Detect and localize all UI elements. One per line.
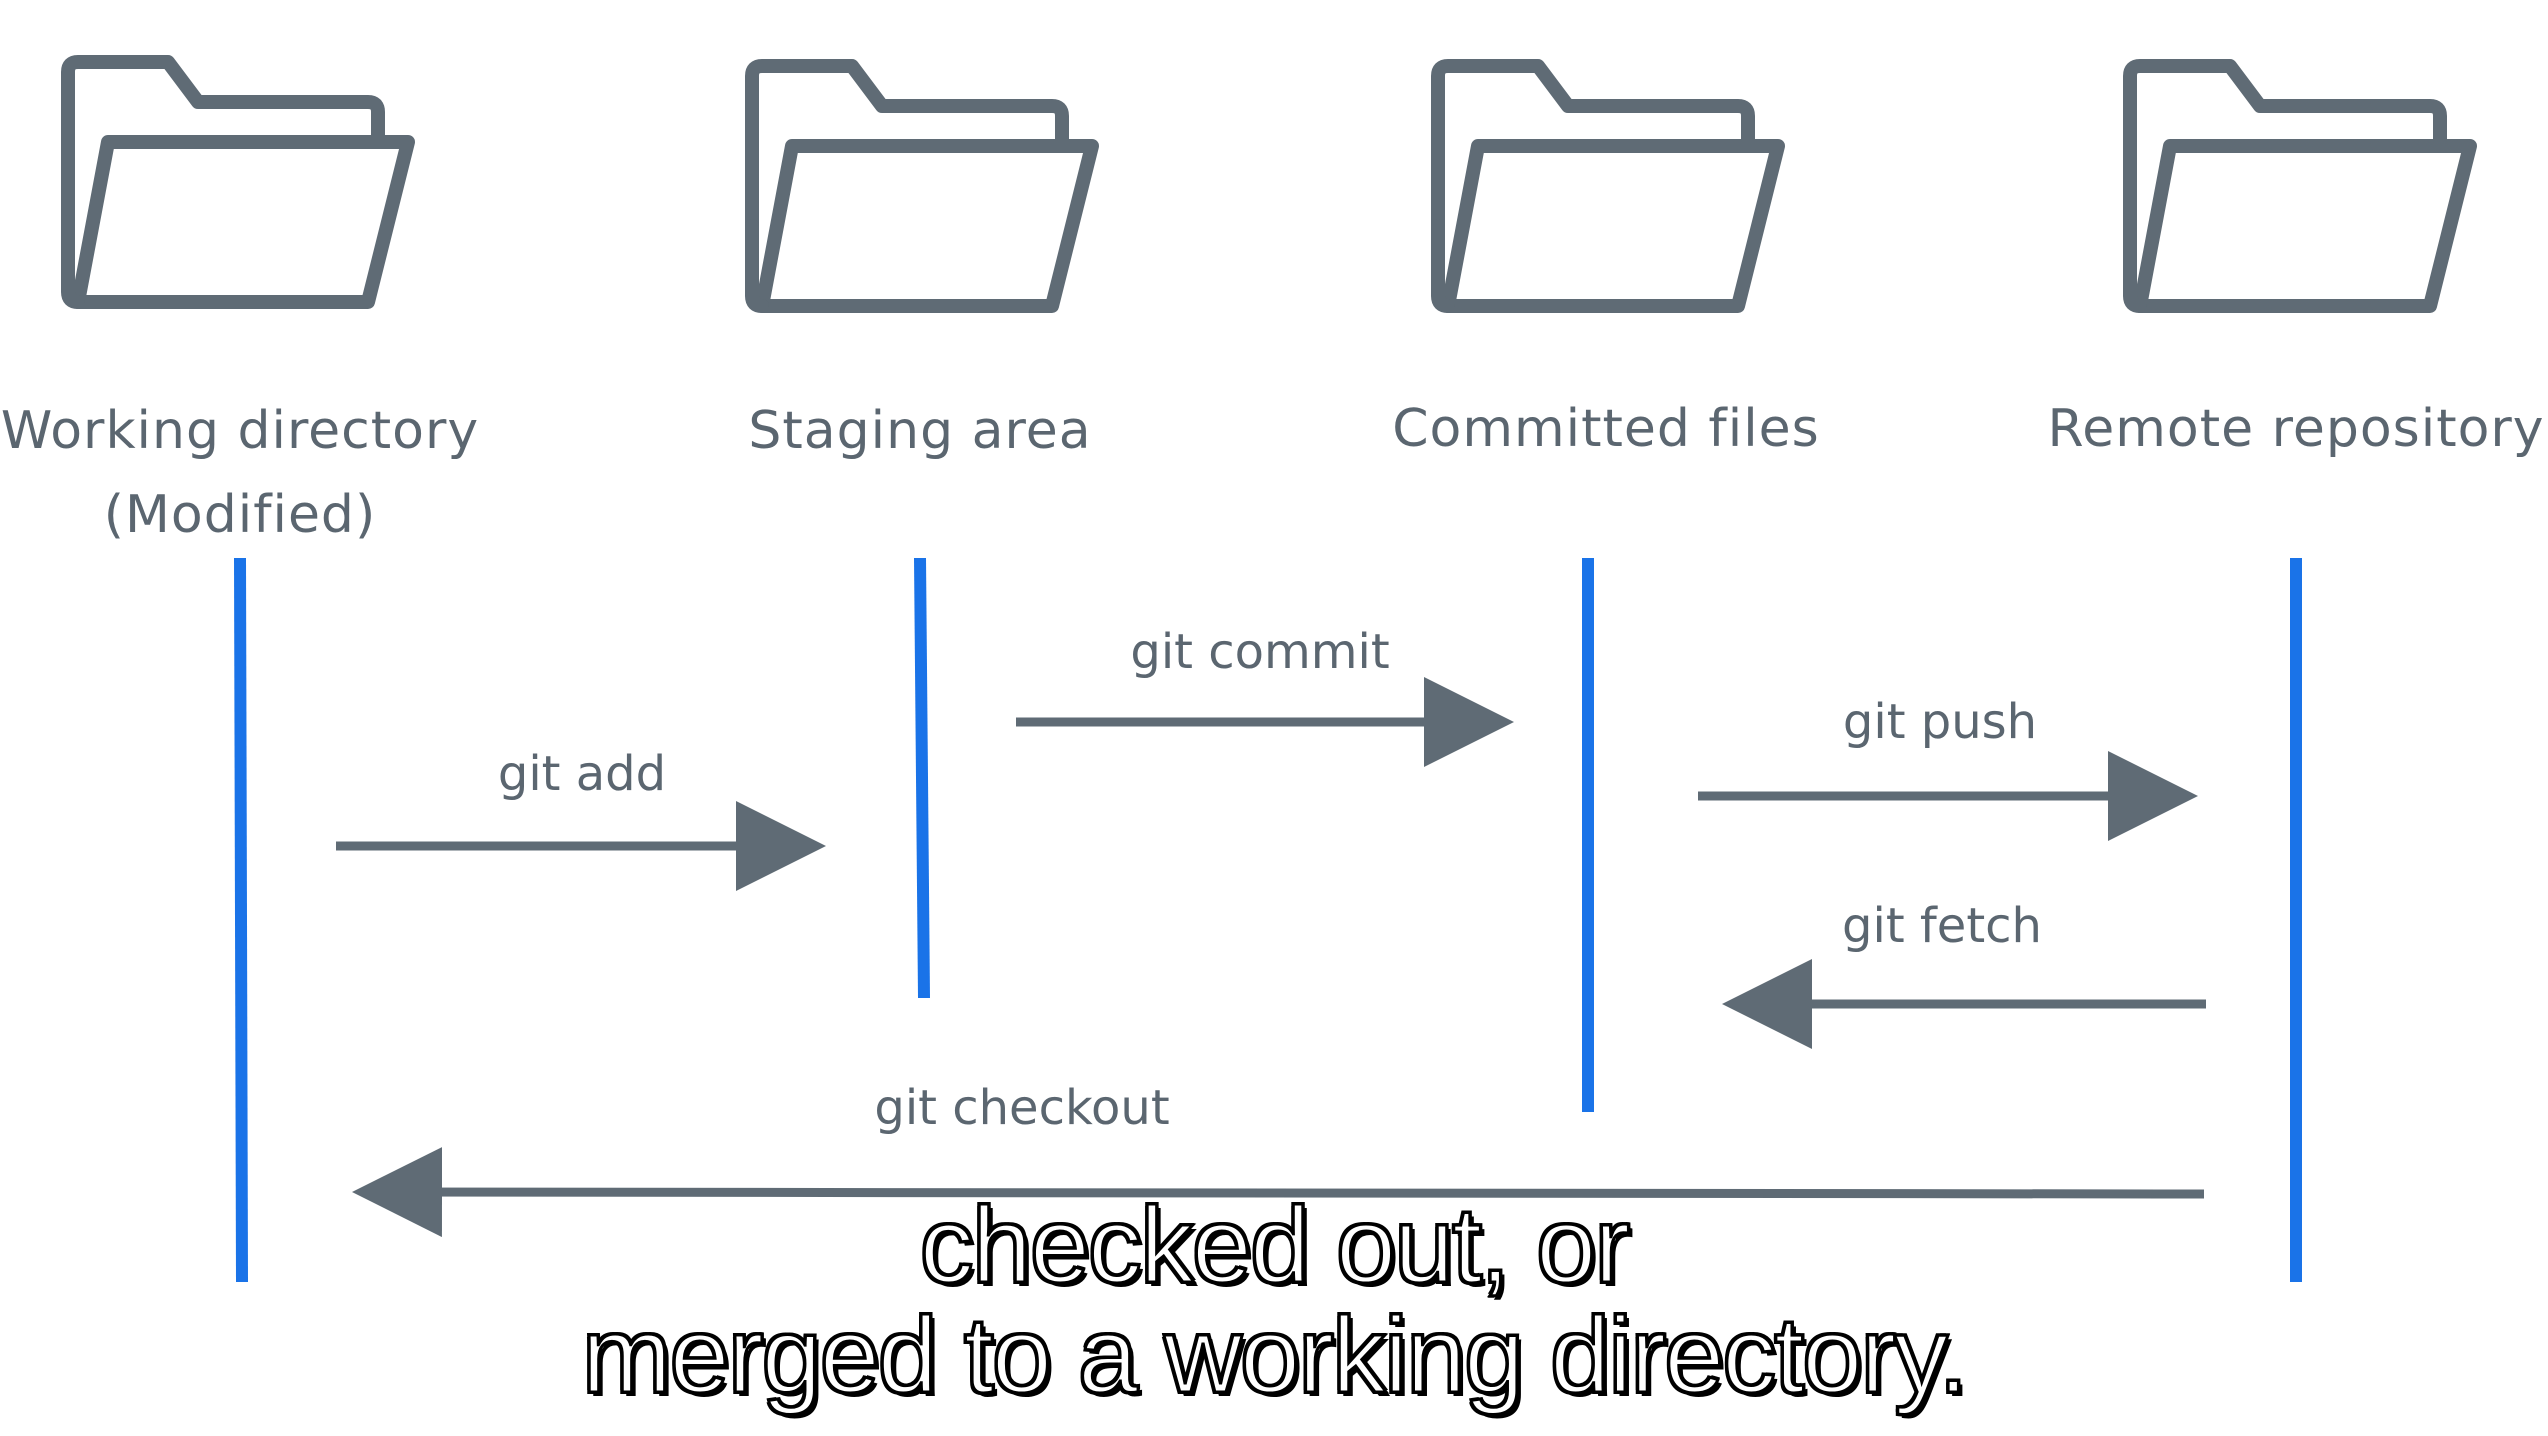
label-git-commit: git commit — [1130, 624, 1389, 680]
lifeline-working — [234, 557, 248, 1283]
folder-icon — [1438, 66, 1778, 306]
label-git-checkout: git checkout — [874, 1080, 1169, 1136]
stage-label-working-sub: (Modified) — [104, 485, 376, 545]
stage-label-committed: Committed files — [1392, 399, 1819, 459]
subtitle-line-1: checked out, or — [918, 1184, 1631, 1305]
stage-label-working: Working directory — [1, 401, 479, 461]
subtitle-line-2: merged to a working directory. — [580, 1294, 1970, 1415]
folder-icon — [68, 62, 408, 302]
label-git-fetch: git fetch — [1842, 898, 2042, 954]
video-subtitle: checked out, or merged to a working dire… — [0, 1184, 2548, 1415]
label-git-add: git add — [498, 746, 666, 802]
stage-label-staging: Staging area — [748, 401, 1091, 461]
folder-icon — [752, 66, 1092, 306]
lifeline-staging — [914, 557, 930, 999]
folder-icon — [2130, 66, 2470, 306]
label-git-push: git push — [1843, 694, 2037, 750]
arrow-git-checkout — [352, 1147, 2205, 1238]
stage-label-remote: Remote repository — [2047, 399, 2544, 459]
